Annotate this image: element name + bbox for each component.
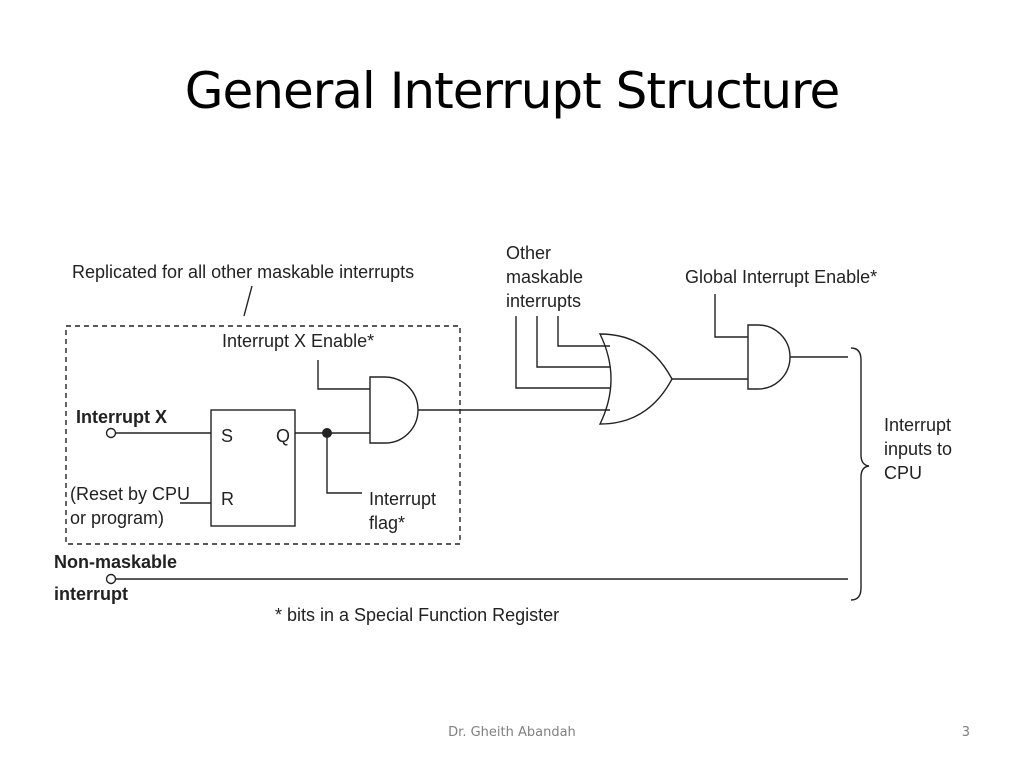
global-interrupt-enable-label: Global Interrupt Enable* bbox=[685, 267, 877, 287]
interrupt-flag-label-line2: flag* bbox=[369, 513, 405, 533]
cpu-inputs-line2: inputs to bbox=[884, 439, 952, 459]
note-leader-line bbox=[243, 285, 253, 317]
latch-q-label: Q bbox=[276, 426, 290, 446]
other-input-wire-2 bbox=[536, 316, 610, 368]
and-gate-global bbox=[747, 324, 791, 390]
nmi-terminal bbox=[105, 573, 117, 585]
footer-author: Dr. Gheith Abandah bbox=[448, 725, 576, 740]
other-maskable-line3: interrupts bbox=[506, 291, 581, 311]
cpu-brace bbox=[850, 347, 870, 601]
latch-r-label: R bbox=[221, 489, 234, 509]
latch-s-label: S bbox=[221, 426, 233, 446]
global-enable-wire bbox=[714, 294, 748, 338]
sr-latch bbox=[210, 409, 296, 527]
reset-label-line2: or program) bbox=[70, 508, 164, 528]
reset-label-line1: (Reset by CPU bbox=[70, 484, 190, 504]
other-maskable-line1: Other bbox=[506, 243, 551, 263]
cpu-inputs-line1: Interrupt bbox=[884, 415, 951, 435]
nmi-label-line1: Non-maskable bbox=[54, 552, 177, 572]
other-input-wire-3 bbox=[557, 316, 610, 347]
page-number: 3 bbox=[961, 725, 970, 740]
q-junction-dot bbox=[322, 428, 332, 438]
interrupt-x-enable-label: Interrupt X Enable* bbox=[222, 331, 374, 351]
replicated-note: Replicated for all other maskable interr… bbox=[72, 262, 414, 282]
enable-x-wire bbox=[317, 360, 370, 390]
sfr-footnote: * bits in a Special Function Register bbox=[275, 605, 559, 625]
nmi-label-line2: interrupt bbox=[54, 584, 128, 604]
flag-wire bbox=[326, 433, 362, 494]
other-maskable-line2: maskable bbox=[506, 267, 583, 287]
interrupt-x-terminal bbox=[105, 427, 117, 439]
cpu-inputs-line3: CPU bbox=[884, 463, 922, 483]
slide-title: General Interrupt Structure bbox=[184, 62, 841, 120]
other-input-wire-1 bbox=[515, 316, 610, 389]
interrupt-flag-label-line1: Interrupt bbox=[369, 489, 436, 509]
or-gate bbox=[598, 333, 673, 425]
and-gate-interrupt-x bbox=[369, 376, 419, 444]
interrupt-x-label: Interrupt X bbox=[76, 407, 167, 427]
